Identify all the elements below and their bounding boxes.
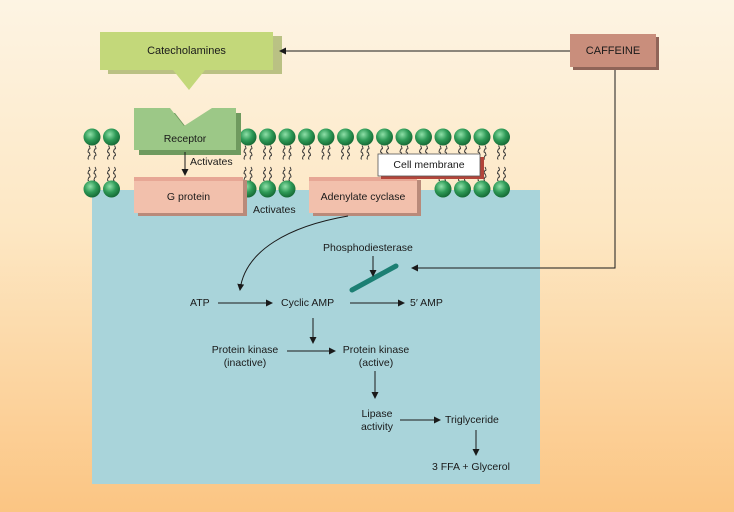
lipid-tail bbox=[503, 166, 506, 182]
pk-active-line2: (active) bbox=[358, 357, 394, 369]
lipid-head bbox=[83, 180, 101, 198]
pk-inactive-line2: (inactive) bbox=[223, 357, 267, 369]
atp-label: ATP bbox=[190, 297, 210, 309]
lipid-head bbox=[473, 128, 491, 146]
receptor-label: Receptor bbox=[163, 133, 207, 145]
lipid-head bbox=[103, 128, 120, 146]
lipid-head bbox=[83, 128, 101, 146]
phosphodiesterase-bar bbox=[349, 263, 399, 293]
lipid-tail bbox=[269, 145, 272, 160]
lipid-head bbox=[259, 128, 276, 146]
lipid-tail bbox=[360, 145, 364, 160]
lipid-head bbox=[239, 128, 257, 146]
lipid-tail bbox=[243, 145, 247, 160]
lipid-tail bbox=[282, 166, 286, 182]
cell-membrane-label: Cell membrane bbox=[393, 159, 465, 171]
lipid-head bbox=[434, 128, 452, 146]
catecholamines-label: Catecholamines bbox=[147, 45, 226, 57]
lipid-tail bbox=[249, 166, 253, 182]
lipid-tail bbox=[288, 166, 292, 182]
protein-kinase-active-label: Protein kinase (active) bbox=[336, 344, 416, 370]
lipid-tail bbox=[483, 145, 487, 160]
lipid-head bbox=[356, 128, 374, 146]
lipid-head bbox=[259, 180, 276, 198]
lipid-tail bbox=[113, 166, 116, 182]
lipid-head bbox=[298, 128, 315, 146]
lipid-tail bbox=[321, 145, 325, 160]
lipid-tail bbox=[249, 145, 253, 160]
lipid-tail bbox=[497, 166, 500, 182]
lipid-tail bbox=[263, 166, 266, 182]
protein-kinase-inactive-label: Protein kinase (inactive) bbox=[205, 344, 285, 370]
lipid-tail bbox=[269, 166, 272, 182]
lipid-head bbox=[493, 180, 510, 198]
caffeine-label: CAFFEINE bbox=[585, 44, 641, 57]
lipid-head bbox=[278, 180, 296, 198]
lipid-tail bbox=[302, 145, 305, 160]
phosphodiesterase-label: Phosphodiesterase bbox=[323, 242, 413, 254]
products-label: 3 FFA + Glycerol bbox=[432, 461, 510, 473]
lipase-line1: Lipase bbox=[361, 408, 393, 420]
catecholamines-box bbox=[100, 32, 282, 90]
lipid-head bbox=[103, 180, 120, 198]
lipid-head bbox=[493, 128, 510, 146]
lipid-tail bbox=[347, 145, 350, 160]
cell-interior bbox=[92, 190, 540, 484]
lipid-tail bbox=[483, 166, 487, 182]
lipid-tail bbox=[87, 145, 91, 160]
lipid-head bbox=[337, 128, 354, 146]
pk-active-line1: Protein kinase bbox=[342, 344, 410, 356]
lipid-head bbox=[454, 180, 471, 198]
lipid-tail bbox=[243, 166, 247, 182]
activates-label-receptor: Activates bbox=[190, 156, 233, 168]
lipid-tail bbox=[366, 145, 370, 160]
lipid-tail bbox=[308, 145, 311, 160]
lipid-tail bbox=[503, 145, 506, 160]
g-protein-label: G protein bbox=[166, 191, 211, 203]
lipid-head bbox=[317, 128, 335, 146]
lipid-head bbox=[278, 128, 296, 146]
cell-membrane-label-box bbox=[377, 153, 484, 179]
lipid-head bbox=[473, 180, 491, 198]
lipid-tail bbox=[327, 145, 331, 160]
lipase-line2: activity bbox=[360, 421, 394, 433]
lipid-head bbox=[376, 128, 393, 146]
pk-inactive-line1: Protein kinase bbox=[211, 344, 279, 356]
lipid-tail bbox=[107, 145, 110, 160]
phospholipid-bilayer bbox=[83, 128, 510, 198]
adenylate-cyclase-label: Adenylate cyclase bbox=[320, 191, 406, 203]
lipid-tail bbox=[282, 145, 286, 160]
activates-label-g-protein: Activates bbox=[253, 204, 296, 216]
lipid-tail bbox=[497, 145, 500, 160]
lipid-tail bbox=[341, 145, 344, 160]
lipid-tail bbox=[288, 145, 292, 160]
lipid-tail bbox=[107, 166, 110, 182]
arrow-adenylate-to-atp bbox=[237, 215, 349, 291]
cyclic-amp-label: Cyclic AMP bbox=[281, 297, 335, 309]
lipid-head bbox=[395, 128, 413, 146]
lipid-head bbox=[434, 180, 452, 198]
lipase-activity-label: Lipase activity bbox=[352, 408, 402, 434]
lipid-head bbox=[415, 128, 432, 146]
lipid-tail bbox=[113, 145, 116, 160]
lipid-head bbox=[454, 128, 471, 146]
lipid-tail bbox=[263, 145, 266, 160]
adenylate-cyclase-shape bbox=[309, 177, 421, 216]
five-amp-label: 5′ AMP bbox=[410, 297, 443, 309]
g-protein-shape bbox=[134, 177, 247, 216]
line-caffeine-down bbox=[411, 70, 616, 272]
lipid-tail bbox=[93, 166, 97, 182]
lipid-tail bbox=[93, 145, 97, 160]
receptor-shape bbox=[134, 108, 241, 155]
lipid-tail bbox=[87, 166, 91, 182]
caffeine-box bbox=[570, 34, 659, 70]
triglyceride-label: Triglyceride bbox=[445, 414, 499, 426]
